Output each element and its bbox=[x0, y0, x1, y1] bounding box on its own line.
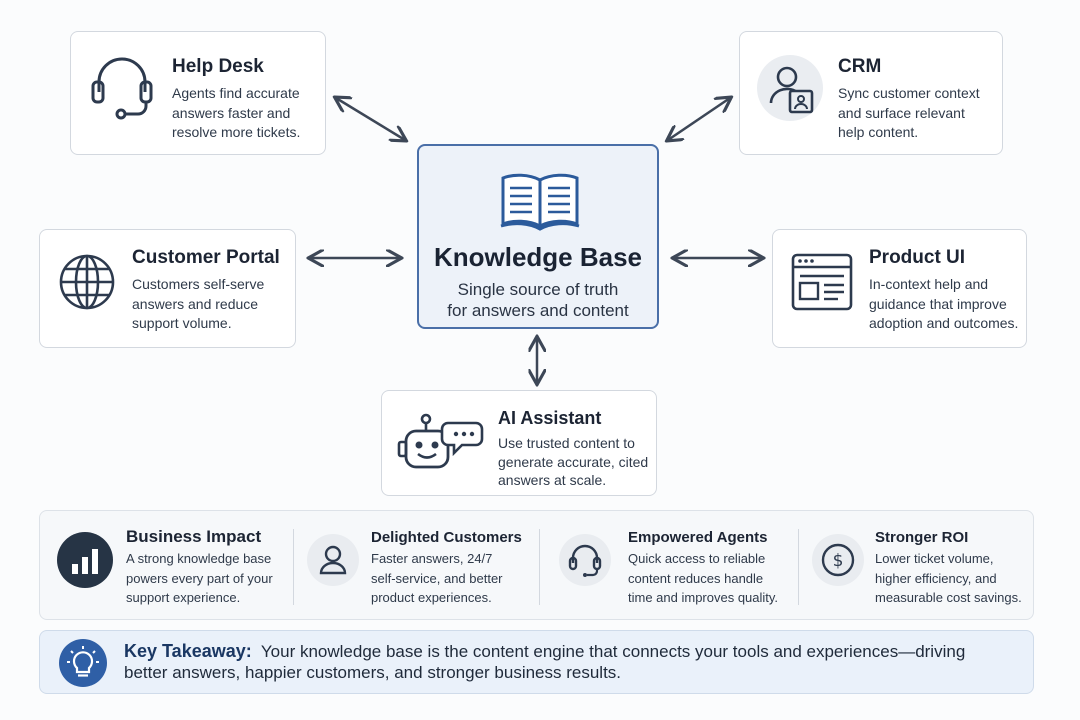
headset-icon bbox=[91, 57, 153, 120]
user-icon bbox=[307, 534, 359, 586]
dollar-coin-icon: $ bbox=[812, 534, 864, 586]
impact-customers: Delighted Customers Faster answers, 24/7… bbox=[294, 511, 539, 619]
knowledge-base-title: Knowledge Base bbox=[433, 242, 643, 272]
impact-agents-title: Empowered Agents bbox=[628, 529, 768, 546]
impact-divider bbox=[539, 529, 540, 605]
arrow-crm-kb bbox=[668, 98, 730, 140]
customer-portal-title: Customer Portal bbox=[132, 247, 280, 268]
open-book-icon bbox=[500, 173, 580, 231]
bar-chart-icon bbox=[57, 532, 113, 588]
ai-assistant-title: AI Assistant bbox=[498, 408, 602, 428]
impact-roi: $ Stronger ROI Lower ticket volume,highe… bbox=[799, 511, 1033, 619]
key-takeaway-banner: Key Takeaway: Your knowledge base is the… bbox=[39, 630, 1034, 694]
svg-text:$: $ bbox=[833, 551, 844, 571]
lightbulb-icon bbox=[59, 639, 107, 687]
headset-icon bbox=[559, 534, 611, 586]
arrow-helpdesk-kb bbox=[336, 98, 405, 140]
product-ui-title: Product UI bbox=[869, 247, 966, 268]
robot-chat-icon bbox=[397, 413, 484, 469]
key-takeaway-body: Your knowledge base is the content engin… bbox=[124, 642, 966, 682]
key-takeaway-text: Key Takeaway: Your knowledge base is the… bbox=[124, 641, 1004, 683]
help-desk-title: Help Desk bbox=[172, 56, 264, 77]
impact-roi-description: Lower ticket volume,higher efficiency, a… bbox=[875, 551, 1022, 605]
crm-title: CRM bbox=[838, 56, 882, 77]
contact-card-icon bbox=[757, 55, 823, 121]
impact-customers-title: Delighted Customers bbox=[371, 529, 522, 546]
browser-window-icon bbox=[791, 253, 853, 311]
key-takeaway-label: Key Takeaway: bbox=[124, 641, 252, 661]
globe-icon bbox=[59, 254, 115, 310]
impact-divider bbox=[798, 529, 799, 605]
impact-agents: Empowered Agents Quick access to reliabl… bbox=[540, 511, 798, 619]
impact-business-title: Business Impact bbox=[126, 527, 262, 546]
impact-roi-title: Stronger ROI bbox=[875, 529, 969, 546]
impact-divider bbox=[293, 529, 294, 605]
